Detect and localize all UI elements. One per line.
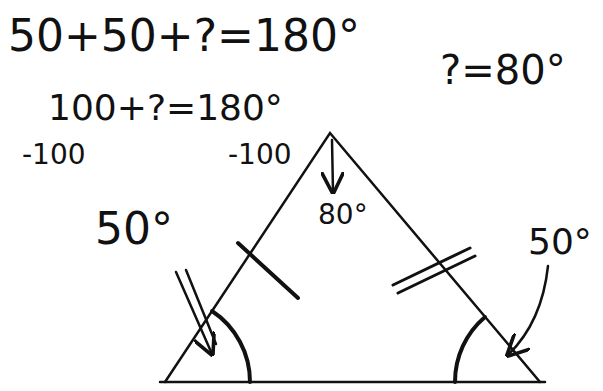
tick-mark [238,243,298,298]
angle-arc [212,311,250,382]
angle-label: 80° [318,200,368,231]
subtraction: -100 [228,140,292,171]
pointer-arrow [186,270,216,344]
tick-mark [398,256,475,293]
triangle-base [160,381,545,384]
tick-mark [393,248,470,285]
angle-label: 50° [95,205,173,253]
subtraction: -100 [22,140,86,171]
result: ?=80° [440,48,566,92]
equation: 50+50+?=180° [8,12,360,60]
angle-arc [455,317,485,382]
pointer-arrow [508,266,548,355]
pointer-arrow [332,140,333,192]
pointer-arrow [176,272,212,354]
angle-label: 50° [528,222,592,262]
triangle-sides [165,133,540,382]
equation: 100+?=180° [48,88,283,128]
